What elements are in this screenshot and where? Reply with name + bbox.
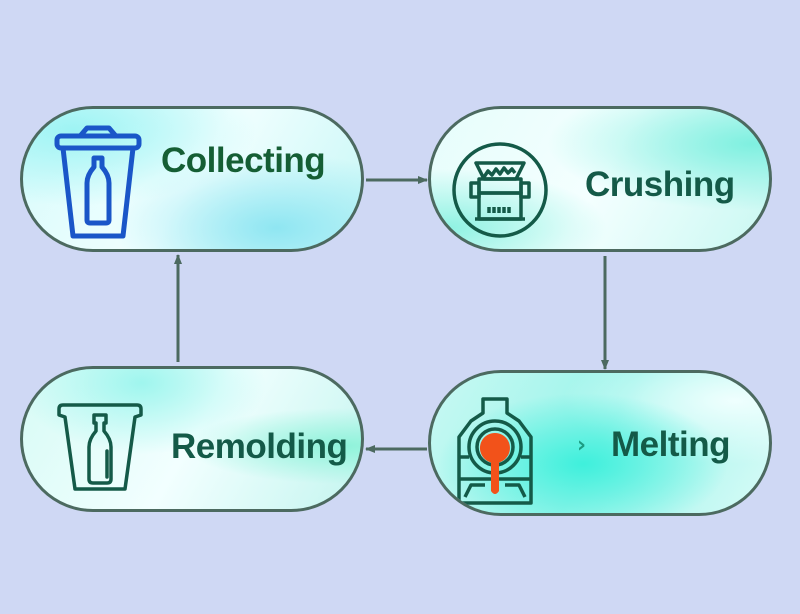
trash-bin-bottle-icon [54,125,142,239]
node-melting[interactable]: › Melting [428,370,772,516]
node-remolding[interactable]: Remolding [20,366,364,512]
furnace-crucible-icon [457,397,533,505]
node-label-crushing: Crushing [585,165,735,204]
node-label-collecting: Collecting [161,141,326,180]
node-label-remolding: Remolding [171,427,348,466]
crusher-machine-icon [452,142,548,238]
chevron-right-icon: › [577,433,587,458]
mold-bottle-icon [57,403,143,491]
node-crushing[interactable]: Crushing [428,106,772,252]
node-collecting[interactable]: Collecting [20,106,364,252]
node-label-melting: Melting [611,425,730,464]
